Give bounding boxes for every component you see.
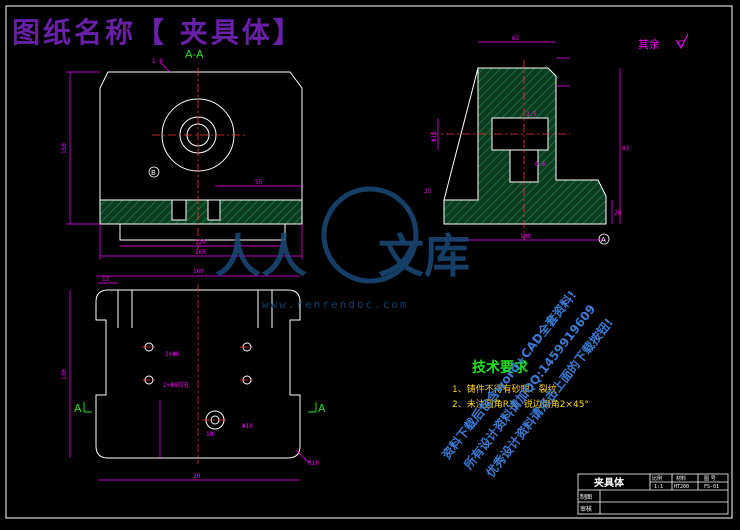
watermark-url: www.renrendoc.com bbox=[262, 298, 409, 311]
datum-b-label: B bbox=[151, 169, 156, 177]
ad-overlay: 资料下载后包含word+CAD全套资料! 所有设计资料请加QQ:14599196… bbox=[439, 288, 616, 480]
watermark-brand-left: 人人 bbox=[215, 229, 307, 283]
watermark-brand-right: 文库 bbox=[378, 229, 470, 283]
tech-req-title: 技术要求 bbox=[472, 359, 529, 376]
drawing-title-banner: 图纸名称【 夹具体】 bbox=[12, 16, 304, 49]
dim-plan-phi: Φ10 bbox=[242, 423, 253, 430]
dim-front-right-step: 55 bbox=[255, 179, 263, 186]
dim-plan-top-width: 160 bbox=[193, 268, 204, 275]
drawing-border bbox=[5, 5, 733, 519]
dim-plan-depth: 10 bbox=[206, 431, 214, 438]
dim-plan-r: R10 bbox=[308, 460, 319, 467]
title-block-scale: 1:1 bbox=[654, 484, 663, 490]
title-block-material: HT200 bbox=[674, 484, 689, 490]
ad-line-3: 优秀设计资料请点击上面的下载按钮! bbox=[483, 315, 616, 480]
title-block-checked-label: 审核 bbox=[580, 505, 592, 513]
roughness-symbol-icon bbox=[675, 33, 689, 50]
dim-plan-hole-2: 2×Φ8铰孔 bbox=[163, 381, 189, 389]
dim-front-width-inner: 120 bbox=[195, 239, 206, 246]
title-block-material-label: 材料 bbox=[676, 475, 686, 482]
dim-plan-bottom: 20 bbox=[193, 473, 201, 480]
side-section-view bbox=[443, 67, 607, 225]
datum-a-marker bbox=[598, 233, 610, 245]
tech-req-item-1: 1、铸件不得有砂眼、裂纹 bbox=[452, 383, 557, 395]
title-block-drawing-no-label: 图 号 bbox=[704, 476, 716, 482]
roughness-default: 其余 bbox=[638, 37, 660, 51]
roughness-circle-icon bbox=[678, 40, 684, 46]
dim-side-r: 2.5 bbox=[526, 111, 537, 118]
watermark: 人人 文库 www.renrendoc.com bbox=[215, 186, 470, 311]
title-block bbox=[577, 473, 729, 515]
title-block-drawn-label: 制图 bbox=[580, 493, 592, 501]
dim-front-width-outer: 160 bbox=[195, 249, 206, 256]
tech-req-item-2: 2、未注圆角R3、锐边倒角2×45° bbox=[452, 398, 589, 410]
dim-side-val: 25 bbox=[424, 188, 432, 195]
title-block-part-name: 夹具体 bbox=[594, 476, 625, 489]
dim-plan-height: 130 bbox=[61, 369, 68, 380]
dim-plan-hole-1: 2×Φ6 bbox=[165, 351, 180, 358]
dim-front-height: 150 bbox=[61, 143, 68, 154]
dim-side-height: 82 bbox=[622, 145, 630, 152]
dim-side-top: 62 bbox=[512, 35, 520, 42]
dim-side-left: Φ16 bbox=[431, 131, 438, 142]
datum-a-label: A bbox=[601, 236, 606, 244]
section-label: A-A bbox=[185, 48, 204, 61]
front-section-view bbox=[99, 71, 303, 241]
title-block-drawing-no: FS-01 bbox=[704, 484, 719, 490]
cut-label-right: A bbox=[318, 402, 326, 415]
dim-side-thick: 20 bbox=[614, 210, 622, 217]
dim-top-left: 1.6 bbox=[152, 58, 163, 65]
dim-plan-left: 12 bbox=[102, 276, 110, 283]
title-block-scale-label: 比例 bbox=[652, 475, 662, 482]
dim-side-angle: 0.6 bbox=[535, 161, 546, 168]
dim-side-bottom: 100 bbox=[520, 233, 531, 240]
datum-b-marker bbox=[148, 166, 160, 178]
cut-label-left: A bbox=[74, 402, 82, 415]
